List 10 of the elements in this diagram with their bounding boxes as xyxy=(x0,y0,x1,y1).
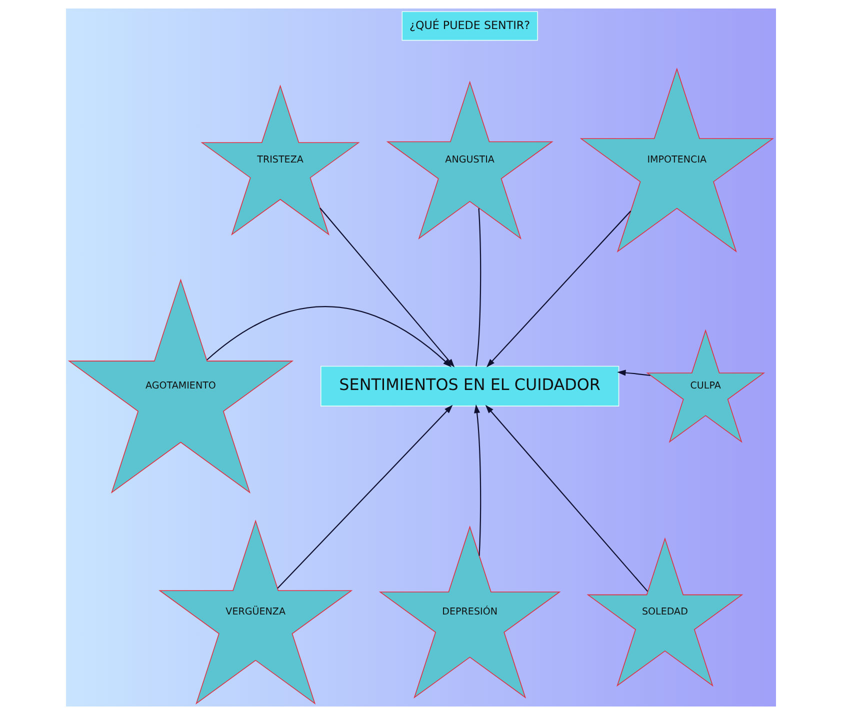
arrow xyxy=(206,306,452,368)
arrow xyxy=(474,404,481,556)
arrow xyxy=(276,404,452,589)
arrow xyxy=(484,404,648,592)
arrow xyxy=(486,210,631,368)
arrow xyxy=(319,208,454,368)
node-box: ¿QUÉ PUEDE SENTIR? xyxy=(401,11,538,41)
node-box: SENTIMIENTOS EN EL CUIDADOR xyxy=(320,366,619,406)
arrow xyxy=(616,370,650,376)
connector xyxy=(475,208,481,366)
